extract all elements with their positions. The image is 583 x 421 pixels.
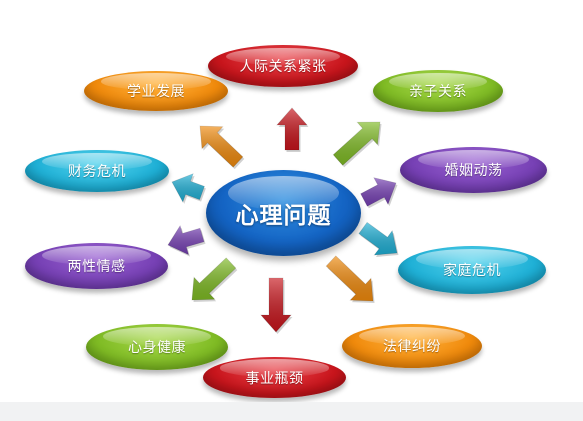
node-parent-child-label: 亲子关系 [409, 84, 467, 100]
node-parent-child: 亲子关系 [373, 70, 503, 112]
arrow-family [358, 221, 399, 257]
center-node: 心理问题 [206, 170, 361, 256]
arrow-financial [171, 173, 206, 204]
node-family-label: 家庭危机 [443, 263, 501, 279]
arrow-interpersonal [276, 107, 309, 152]
node-career: 事业瓶颈 [203, 357, 346, 398]
arrow-academic [199, 125, 245, 170]
node-health-label: 心身健康 [128, 340, 186, 356]
node-marriage: 婚姻动荡 [400, 147, 547, 193]
node-interpersonal-label: 人际关系紧张 [239, 59, 327, 75]
node-financial: 财务危机 [25, 150, 169, 192]
arrow-career [260, 277, 293, 334]
node-academic-label: 学业发展 [127, 84, 185, 100]
node-health: 心身健康 [86, 324, 228, 370]
arrow-health [191, 257, 238, 302]
node-gender-emotion-label: 两性情感 [67, 259, 126, 275]
node-family: 家庭危机 [398, 246, 546, 294]
node-legal: 法律纠纷 [342, 324, 482, 368]
node-legal-label: 法律纠纷 [383, 339, 441, 355]
node-academic: 学业发展 [84, 71, 228, 111]
node-interpersonal: 人际关系紧张 [208, 45, 358, 87]
arrow-parent-child [332, 121, 382, 168]
node-career-label: 事业瓶颈 [245, 370, 304, 387]
bottom-band [0, 402, 583, 421]
arrow-marriage [360, 177, 398, 209]
node-financial-label: 财务危机 [68, 164, 126, 180]
center-node-label: 心理问题 [235, 203, 332, 229]
arrow-gender-emotion [167, 224, 206, 257]
node-marriage-label: 婚姻动荡 [444, 163, 503, 179]
node-gender-emotion: 两性情感 [25, 243, 168, 289]
arrow-legal [325, 255, 375, 303]
